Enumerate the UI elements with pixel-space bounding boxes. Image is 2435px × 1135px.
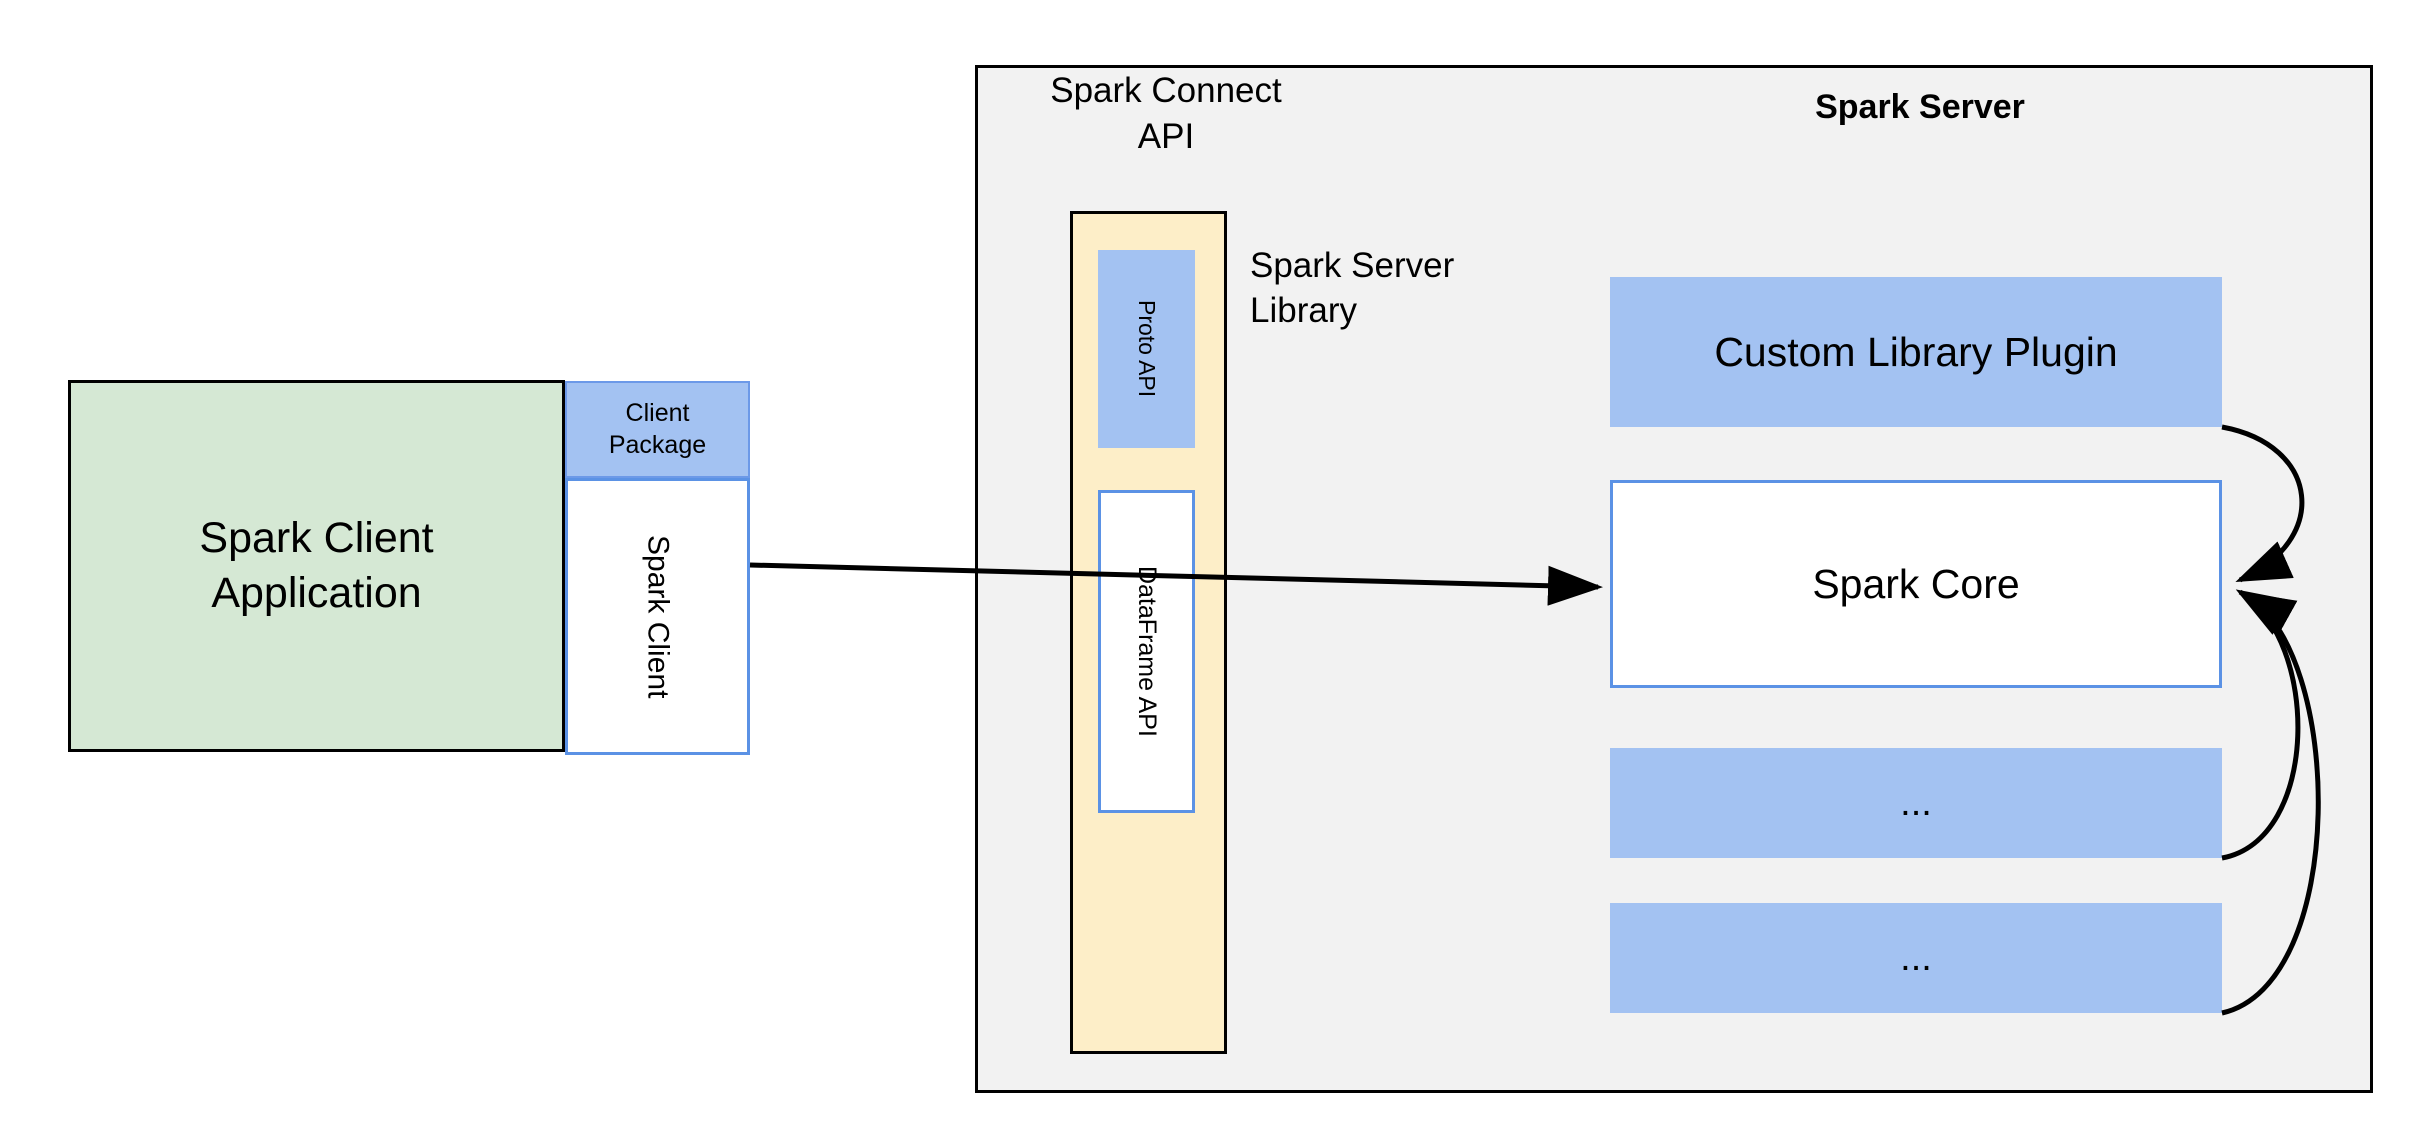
custom-library-plugin-label: Custom Library Plugin [1714,328,2118,375]
spark-client-application-label-line2: Application [211,569,422,617]
spark-server-library-label-line1: Spark Server [1250,246,1455,285]
spark-client-box: Spark Client [565,478,750,755]
spark-server-library-label-line2: Library [1250,290,1357,330]
spark-core-box: Spark Core [1610,480,2222,688]
spark-server-library-label: Spark Server Library [1250,244,1580,334]
spark-connect-api-label: Spark Connect API [1016,68,1316,159]
spark-client-application-label-line1: Spark Client [199,513,434,562]
server-component-placeholder-2-label: ... [1900,936,1932,979]
client-package-box: Client Package [565,381,750,478]
custom-library-plugin-box: Custom Library Plugin [1610,277,2222,427]
dataframe-api-label: DataFrame API [1133,566,1161,737]
spark-server-title: Spark Server [1815,88,2025,126]
client-package-label-line2: Package [608,430,707,459]
proto-api-label: Proto API [1134,300,1160,398]
spark-client-application-box: Spark Client Application [68,380,565,752]
spark-core-label: Spark Core [1812,560,2020,607]
spark-client-label: Spark Client [641,534,675,699]
dataframe-api-box: DataFrame API [1098,490,1195,813]
client-package-label-line1: Client [625,399,690,428]
server-component-placeholder-1-label: ... [1900,781,1932,824]
spark-connect-api-label-line1: Spark Connect [1050,71,1282,110]
server-component-placeholder-2: ... [1610,903,2222,1013]
spark-connect-api-label-line2: API [1137,116,1195,156]
proto-api-box: Proto API [1098,250,1195,448]
server-component-placeholder-1: ... [1610,748,2222,858]
